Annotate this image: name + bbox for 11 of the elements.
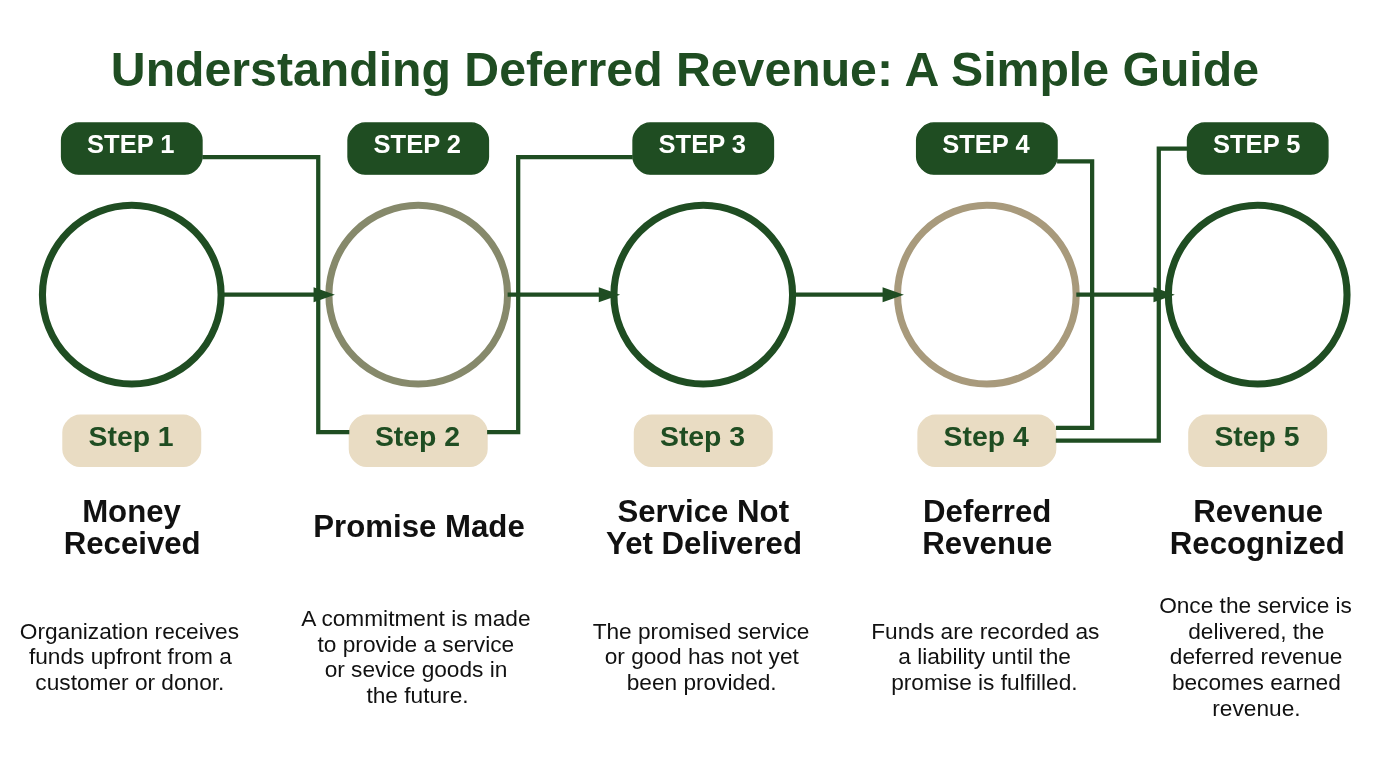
node-label: The promised service or good has not yet been provided.: [592, 617, 810, 696]
node-label: Once the service is delivered, the deferred revenue becomes earned revenue.: [1159, 592, 1352, 721]
node-label: Organization receives funds upfront from a customer or donor.: [19, 617, 240, 696]
node-label: A commitment is made to provide a service or sevice goods in the future.: [301, 605, 531, 708]
diagram-title: Understanding Deferred Revenue: A Simple Guide: [110, 42, 1260, 97]
node-label: Promise Made: [313, 508, 525, 544]
node-label: Money Received: [63, 494, 201, 561]
node-label: Deferred Revenue: [922, 494, 1053, 561]
node-label: Revenue Recognized: [1169, 494, 1345, 561]
node-label: Funds are recorded as a liability until the promise is fulfilled.: [871, 617, 1100, 696]
node-label: Service Not Yet Delivered: [606, 494, 803, 561]
